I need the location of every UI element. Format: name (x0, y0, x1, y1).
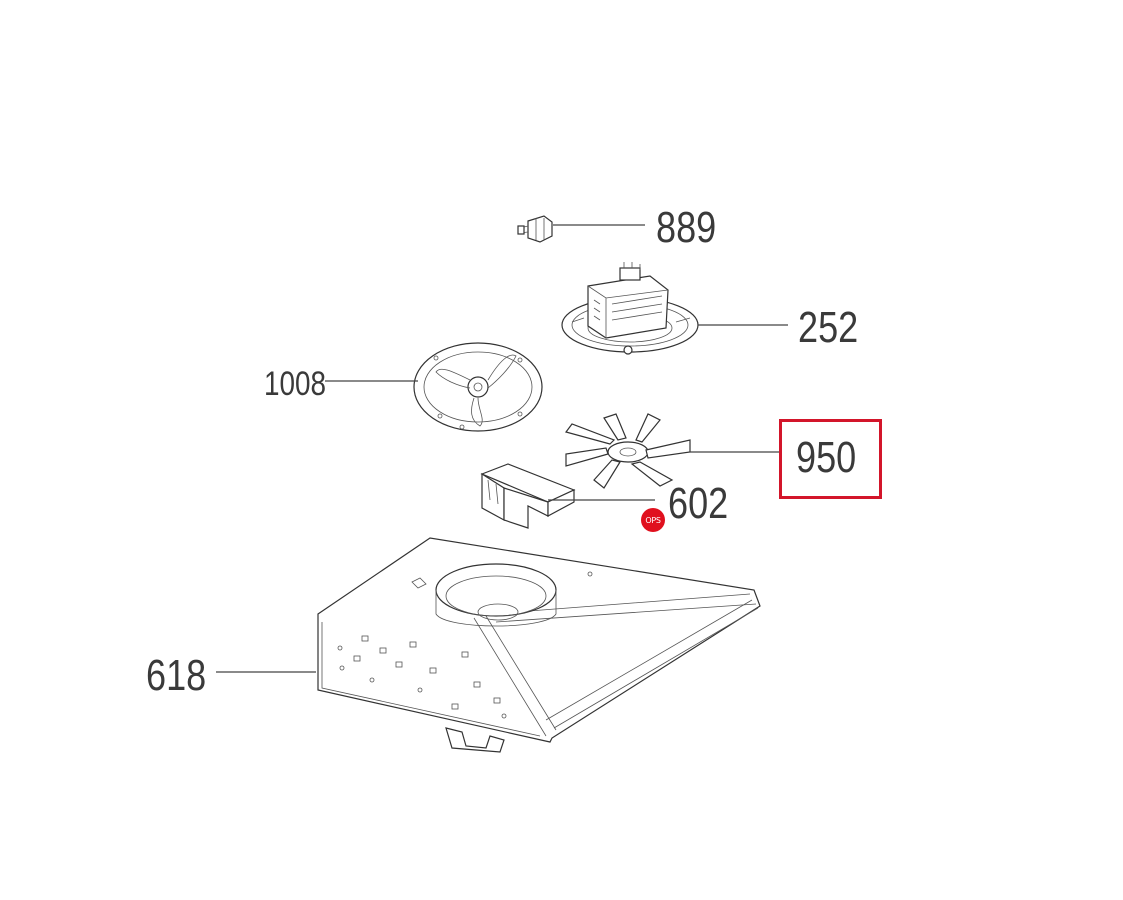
part-1008-fan-guard-ring[interactable] (413, 342, 543, 432)
callout-252[interactable]: 252 (798, 303, 859, 352)
part-950-fan-impeller[interactable] (564, 413, 691, 489)
part-252-fan-motor[interactable] (561, 262, 699, 355)
part-889-connector[interactable] (517, 215, 553, 243)
part-602-bracket[interactable] (480, 463, 576, 529)
callout-889[interactable]: 889 (656, 203, 717, 252)
ops-badge: OPS (641, 508, 665, 532)
callout-950[interactable]: 950 (796, 433, 857, 482)
callout-618[interactable]: 618 (146, 651, 207, 700)
callout-602[interactable]: 602 (668, 479, 729, 528)
highlight-box-950 (779, 419, 882, 499)
part-618-housing[interactable] (317, 537, 761, 753)
callout-1008[interactable]: 1008 (264, 365, 327, 403)
